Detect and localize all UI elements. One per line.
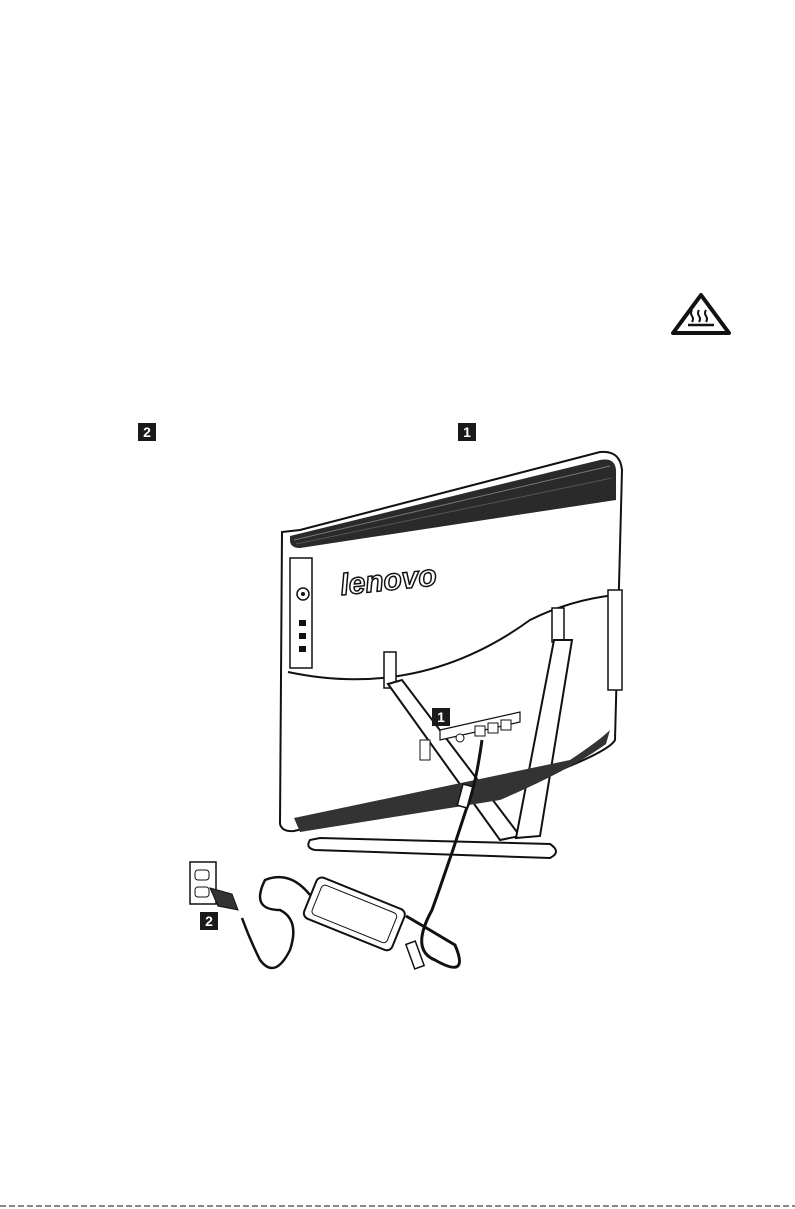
ac-cable: [242, 877, 310, 968]
diagram-callout-1: 1: [437, 709, 445, 725]
power-adapter: [302, 876, 407, 952]
all-in-one-computer-illustration: lenovo 1 2: [170, 440, 640, 1040]
stand-base: [308, 838, 556, 858]
hot-surface-warning-icon: [670, 292, 732, 336]
step-badge-2: 2: [138, 423, 156, 441]
diagram-callout-2: 2: [205, 913, 213, 929]
step-badge-1: 1: [458, 423, 476, 441]
page-bottom-rule: [0, 1204, 795, 1208]
wall-outlet: [190, 862, 216, 904]
